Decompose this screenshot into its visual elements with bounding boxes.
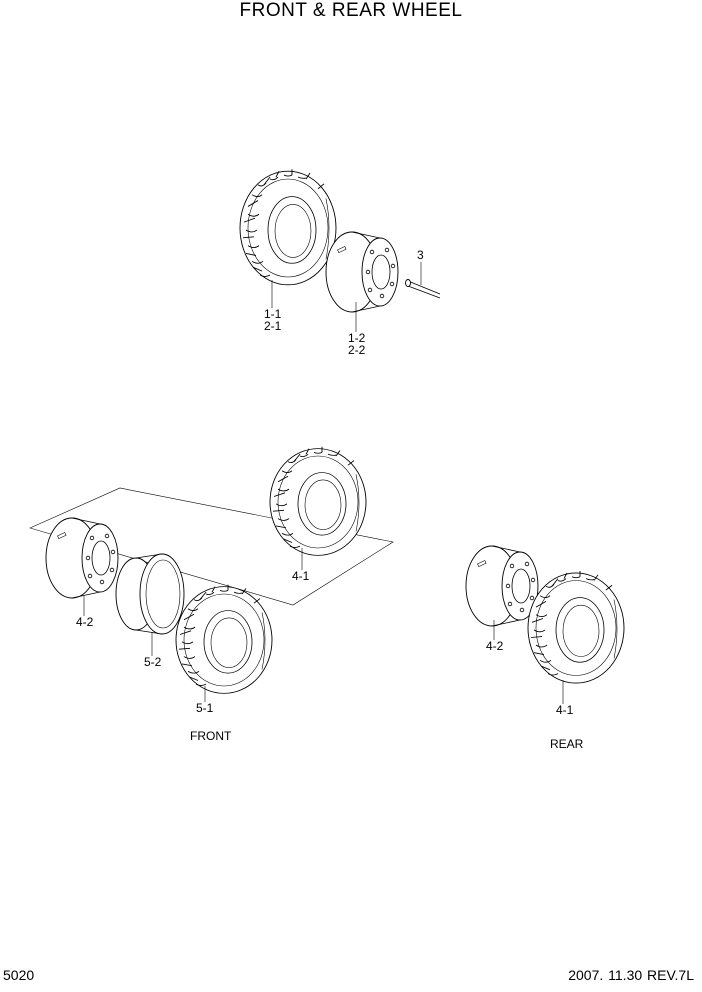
top-tire <box>239 168 337 286</box>
caption-front: FRONT <box>190 729 232 743</box>
callout-rear-rim: 4-2 <box>486 639 504 653</box>
front-back-tire <box>269 446 367 556</box>
callout-front-rim: 4-2 <box>76 615 94 629</box>
callout-front-ring: 5-2 <box>144 655 162 669</box>
top-bolt <box>405 262 441 299</box>
rear-rim <box>465 545 539 627</box>
rear-tire <box>527 570 625 684</box>
caption-rear: REAR <box>550 737 584 751</box>
front-assembly-outline <box>29 487 394 606</box>
callout-top-tire-b: 2-1 <box>264 319 282 333</box>
callout-rear-tire: 4-1 <box>556 703 574 717</box>
revision-info: 2007. 11.30 REV.7L <box>568 967 694 983</box>
callout-top-bolt: 3 <box>417 248 424 262</box>
callout-top-rim-b: 2-2 <box>348 343 366 357</box>
front-rim <box>45 517 119 599</box>
page-number: 5020 <box>3 967 35 983</box>
top-rim <box>325 231 399 313</box>
callout-front-tire: 5-1 <box>196 701 214 715</box>
callout-top-rim-a: 1-2 <box>348 331 366 345</box>
callout-front-back-tire: 4-1 <box>292 569 310 583</box>
page-title: FRONT & REAR WHEEL <box>239 0 463 21</box>
callout-top-tire-a: 1-1 <box>264 307 282 321</box>
front-ring <box>115 553 185 635</box>
front-tire <box>175 584 273 694</box>
